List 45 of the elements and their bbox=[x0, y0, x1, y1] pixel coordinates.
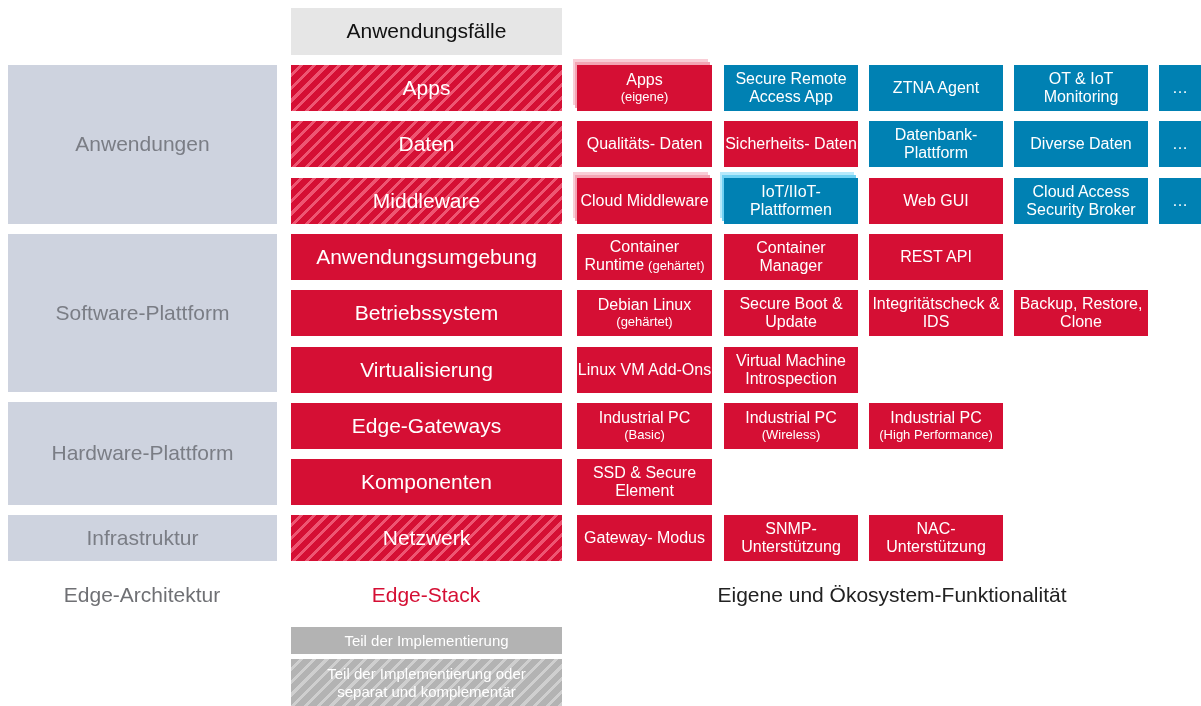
function-box: Secure Boot & Update bbox=[724, 290, 858, 336]
category-box: Hardware-Plattform bbox=[8, 402, 277, 505]
function-box: Qualitäts- Daten bbox=[577, 121, 712, 167]
ecosystem-box: … bbox=[1159, 65, 1201, 111]
column-caption: Eigene und Ökosystem-Funktionalität bbox=[716, 583, 1068, 607]
function-box: Industrial PC (Basic) bbox=[577, 403, 712, 449]
hatched-layer-box: Daten bbox=[291, 121, 562, 167]
function-box: Container Manager bbox=[724, 234, 858, 280]
function-box: Industrial PC (High Performance) bbox=[869, 403, 1003, 449]
function-box: Industrial PC (Wireless) bbox=[724, 403, 858, 449]
ecosystem-box: ZTNA Agent bbox=[869, 65, 1003, 111]
ecosystem-box: … bbox=[1159, 178, 1201, 224]
function-box: Debian Linux (gehärtet) bbox=[577, 290, 712, 336]
stack-layer-box: Betriebssystem bbox=[291, 290, 562, 336]
legend-key: Teil der Implementierung oder separat und komplementär bbox=[291, 659, 562, 706]
hatched-layer-box: Apps bbox=[291, 65, 562, 111]
category-box: Infrastruktur bbox=[8, 515, 277, 561]
category-box: Software-Plattform bbox=[8, 234, 277, 392]
function-box: Sicherheits- Daten bbox=[724, 121, 858, 167]
ecosystem-box: Diverse Daten bbox=[1014, 121, 1148, 167]
stack-layer-box: Komponenten bbox=[291, 459, 562, 505]
function-box: Virtual Machine Introspection bbox=[724, 347, 858, 393]
function-box: Gateway- Modus bbox=[577, 515, 712, 561]
ecosystem-box: Datenbank- Plattform bbox=[869, 121, 1003, 167]
ecosystem-box: … bbox=[1159, 121, 1201, 167]
stack-layer-box: Edge-Gateways bbox=[291, 403, 562, 449]
function-box: Linux VM Add-Ons bbox=[577, 347, 712, 393]
function-box: REST API bbox=[869, 234, 1003, 280]
function-box: Container Runtime (gehärtet) bbox=[577, 234, 712, 280]
function-box: SSD & Secure Element bbox=[577, 459, 712, 505]
function-box: SNMP- Unterstützung bbox=[724, 515, 858, 561]
stack-layer-box: Virtualisierung bbox=[291, 347, 562, 393]
function-box: Backup, Restore, Clone bbox=[1014, 290, 1148, 336]
stack-layer-box: Anwendungsumgebung bbox=[291, 234, 562, 280]
ecosystem-box: Cloud Access Security Broker bbox=[1014, 178, 1148, 224]
function-box: NAC- Unterstützung bbox=[869, 515, 1003, 561]
category-box: Anwendungen bbox=[8, 65, 277, 224]
function-box: Web GUI bbox=[869, 178, 1003, 224]
legend-key: Teil der Implementierung bbox=[291, 627, 562, 654]
ecosystem-box: Secure Remote Access App bbox=[724, 65, 858, 111]
header-box: Anwendungsfälle bbox=[291, 8, 562, 55]
hatched-layer-box: Netzwerk bbox=[291, 515, 562, 561]
function-box: Integritätscheck & IDS bbox=[869, 290, 1003, 336]
hatched-layer-box: Middleware bbox=[291, 178, 562, 224]
ecosystem-box: OT & IoT Monitoring bbox=[1014, 65, 1148, 111]
